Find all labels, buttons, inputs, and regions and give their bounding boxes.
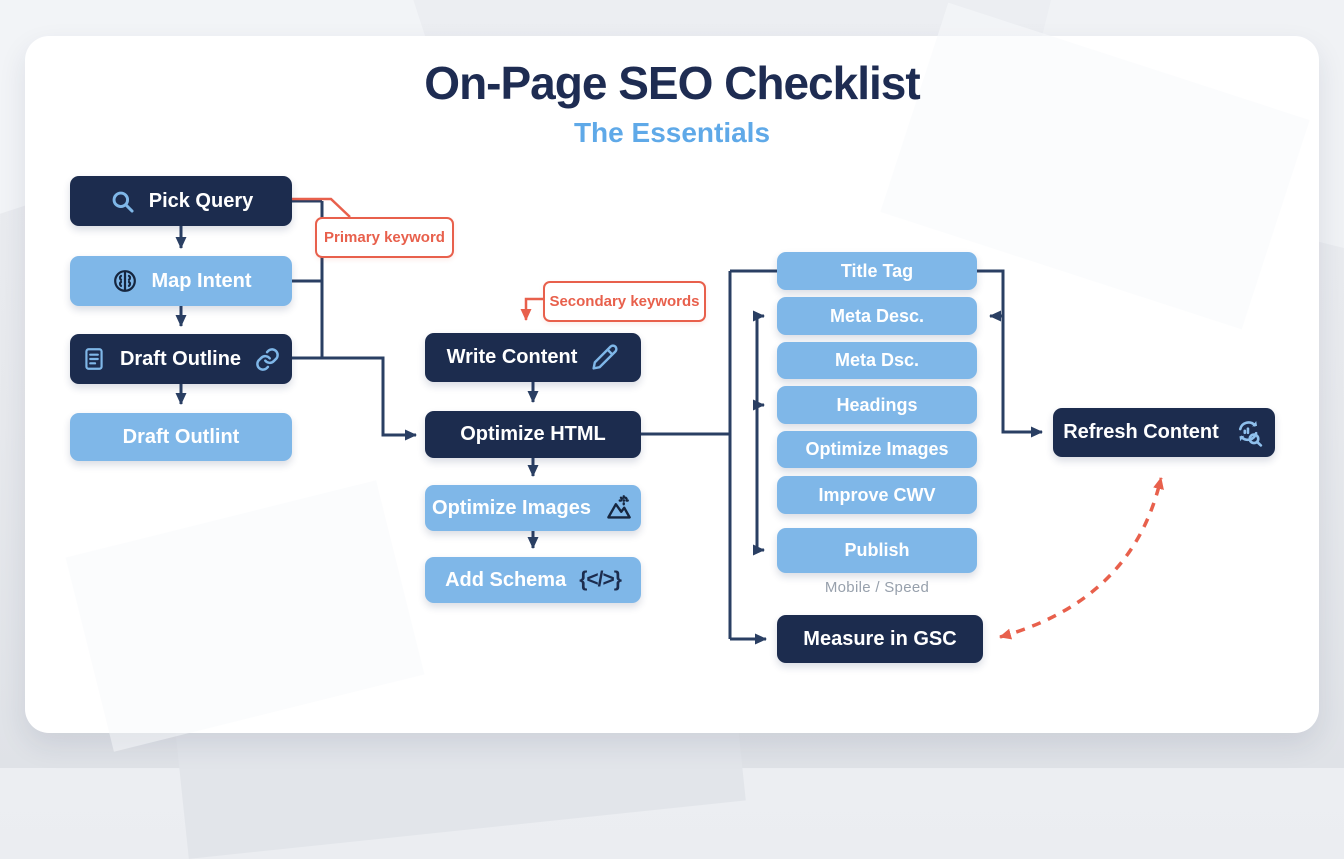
node-draft-outlint: Draft Outlint <box>70 413 292 461</box>
node-label: Improve CWV <box>818 484 936 505</box>
node-meta-dsc: Meta Dsc. <box>777 342 977 379</box>
mobile-speed-caption: Mobile / Speed <box>824 579 930 596</box>
search-icon <box>109 188 136 215</box>
node-publish: Publish <box>777 528 977 573</box>
card-watermark-shape <box>65 480 425 752</box>
page-title: On-Page SEO Checklist <box>424 57 920 109</box>
node-label: Add Schema <box>445 568 567 591</box>
callout-primary-keyword: Primary keyword <box>315 217 454 258</box>
node-optimize-images-right: Optimize Images <box>777 431 977 468</box>
node-refresh-content: Refresh Content <box>1053 408 1275 457</box>
node-label: Measure in GSC <box>803 627 957 650</box>
callout-label: Secondary keywords <box>549 293 700 310</box>
node-label: Pick Query <box>148 189 254 212</box>
node-map-intent: Map Intent <box>70 256 292 306</box>
refresh-search-icon <box>1232 416 1265 449</box>
callout-label: Primary keyword <box>324 229 445 246</box>
node-write-content: Write Content <box>425 333 641 382</box>
node-improve-cwv: Improve CWV <box>777 476 977 514</box>
node-label: Headings <box>836 394 918 415</box>
node-label: Optimize HTML <box>460 423 606 445</box>
node-label: Publish <box>844 540 910 560</box>
node-label: Optimize Images <box>805 439 949 459</box>
node-label: Draft Outlint <box>122 425 240 448</box>
node-label: Meta Desc. <box>829 305 925 326</box>
brain-icon <box>111 267 139 295</box>
node-label: Title Tag <box>840 260 914 281</box>
node-meta-desc: Meta Desc. <box>777 297 977 335</box>
node-label: Map Intent <box>151 269 252 292</box>
document-icon <box>81 346 107 372</box>
node-label: Write Content <box>446 346 578 368</box>
node-add-schema: Add Schema {</>} <box>425 557 641 603</box>
node-headings: Headings <box>777 386 977 424</box>
pencil-icon <box>590 343 619 372</box>
callout-secondary-keywords: Secondary keywords <box>543 281 706 322</box>
node-optimize-images: Optimize Images <box>425 485 641 531</box>
link-icon <box>254 346 281 373</box>
node-optimize-html: Optimize HTML <box>425 411 641 458</box>
node-label: Draft Outline <box>119 347 242 370</box>
node-label: Optimize Images <box>432 496 591 519</box>
node-measure-gsc: Measure in GSC <box>777 615 983 663</box>
node-draft-outline: Draft Outline <box>70 334 292 384</box>
image-sparkle-icon <box>604 493 634 523</box>
node-title-tag: Title Tag <box>777 252 977 290</box>
node-pick-query: Pick Query <box>70 176 292 226</box>
code-schema-icon: {</>} <box>579 568 622 591</box>
page-subtitle: The Essentials <box>573 117 771 148</box>
node-label: Refresh Content <box>1063 421 1219 443</box>
node-label: Meta Dsc. <box>834 350 920 370</box>
